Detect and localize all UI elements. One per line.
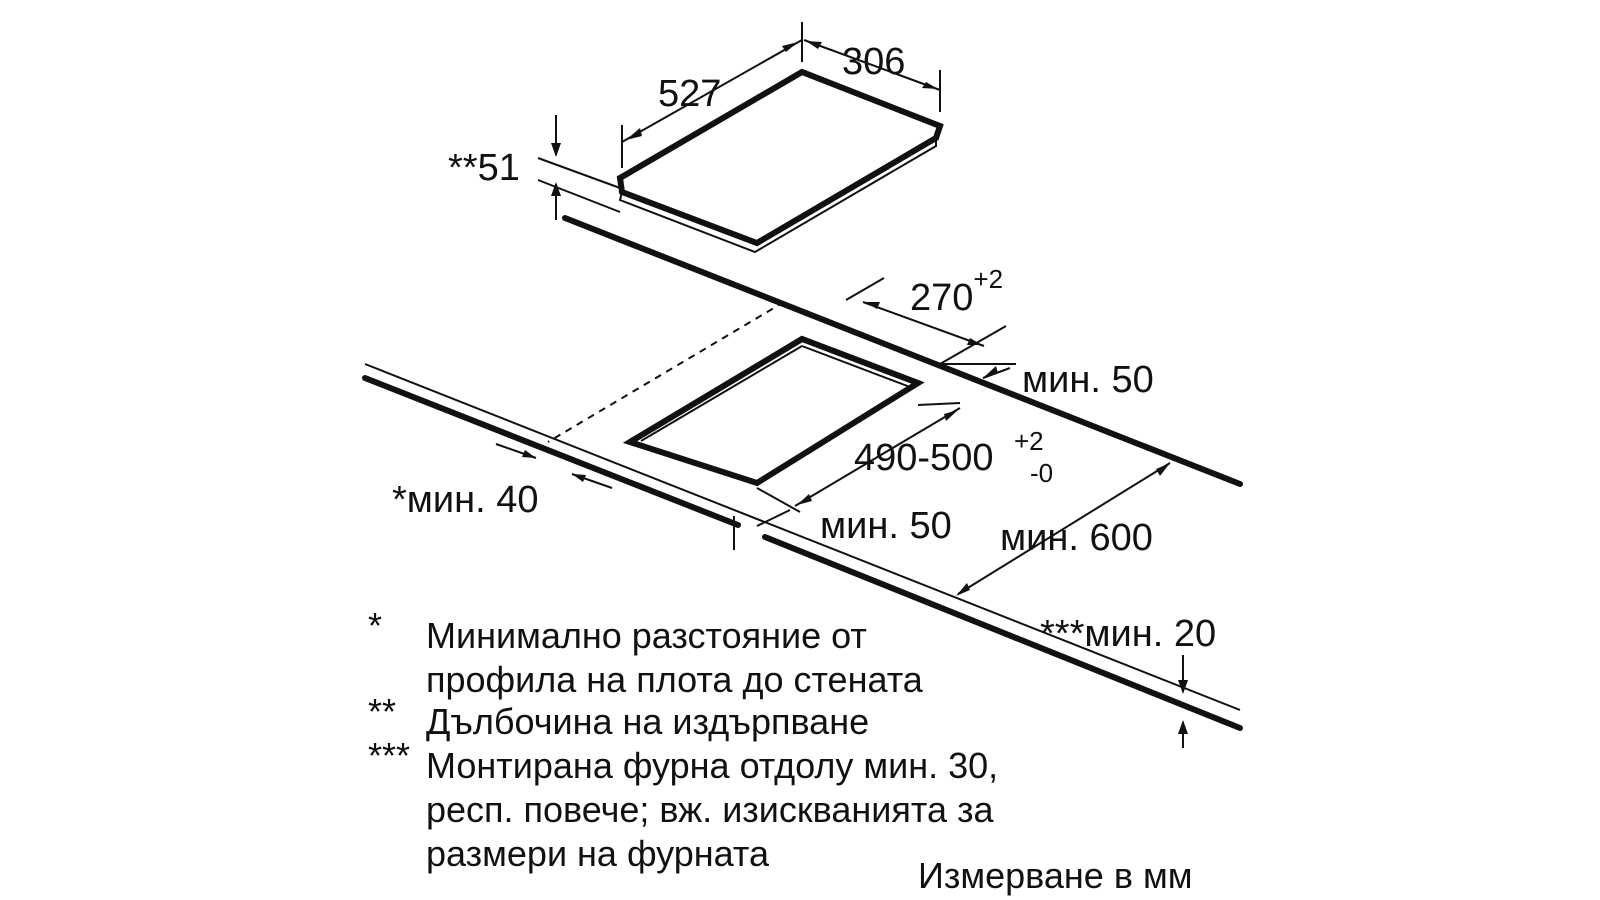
footnotes: * Минимално разстояние от профила на пло…	[368, 605, 998, 874]
dim-min-600	[956, 462, 1171, 596]
label-306: 306	[842, 41, 905, 83]
label-min-20: ***мин. 20	[1040, 613, 1216, 655]
dim-width-306	[803, 39, 941, 112]
unit-note: Измерване в мм	[918, 855, 1192, 896]
note-3-mark: ***	[368, 735, 410, 776]
note-1-line-1: Минимално разстояние от	[426, 615, 867, 656]
dim-min-wall-40	[495, 443, 613, 489]
label-cutout-length: 490-500	[854, 437, 993, 479]
note-2-line-1: Дълбочина на издърпване	[426, 701, 869, 742]
dim-cutout-length	[756, 402, 961, 513]
wall-line-dashed	[547, 301, 785, 443]
label-min-front-50: мин. 50	[820, 505, 952, 547]
dim-length-527	[621, 22, 803, 168]
note-3-line-1: Монтирана фурна отдолу мин. 30,	[426, 745, 998, 786]
label-270-tol: +2	[973, 264, 1003, 294]
label-min-wall-40: *мин. 40	[392, 479, 539, 521]
label-527: 527	[658, 73, 721, 115]
dim-depth-51	[537, 115, 621, 220]
label-270: 270+2	[910, 264, 1003, 319]
label-270-value: 270	[910, 277, 973, 319]
cutout-outline	[622, 335, 925, 487]
note-2-mark: **	[368, 691, 396, 732]
worktop-front-edges	[362, 363, 1243, 731]
dim-min-front-50	[733, 509, 791, 550]
label-cutout-tol-minus: -0	[1030, 458, 1053, 488]
note-1-line-2: профила на плота до стената	[426, 659, 924, 700]
dim-min-20	[1178, 655, 1188, 748]
hob-outline	[616, 68, 944, 254]
worktop-back-edge	[562, 215, 1243, 487]
note-3-line-2: респ. повече; вж. изискванията за	[426, 789, 995, 830]
label-min-600: мин. 600	[1000, 517, 1153, 559]
note-3-line-3: размери на фурната	[426, 833, 770, 874]
dim-cutout-width-270	[845, 277, 1007, 365]
note-1-mark: *	[368, 605, 382, 646]
label-depth-51: **51	[448, 147, 520, 189]
dim-min-back-50	[940, 363, 1016, 379]
label-cutout-tol-plus: +2	[1014, 426, 1044, 456]
label-min-back-50: мин. 50	[1022, 359, 1154, 401]
